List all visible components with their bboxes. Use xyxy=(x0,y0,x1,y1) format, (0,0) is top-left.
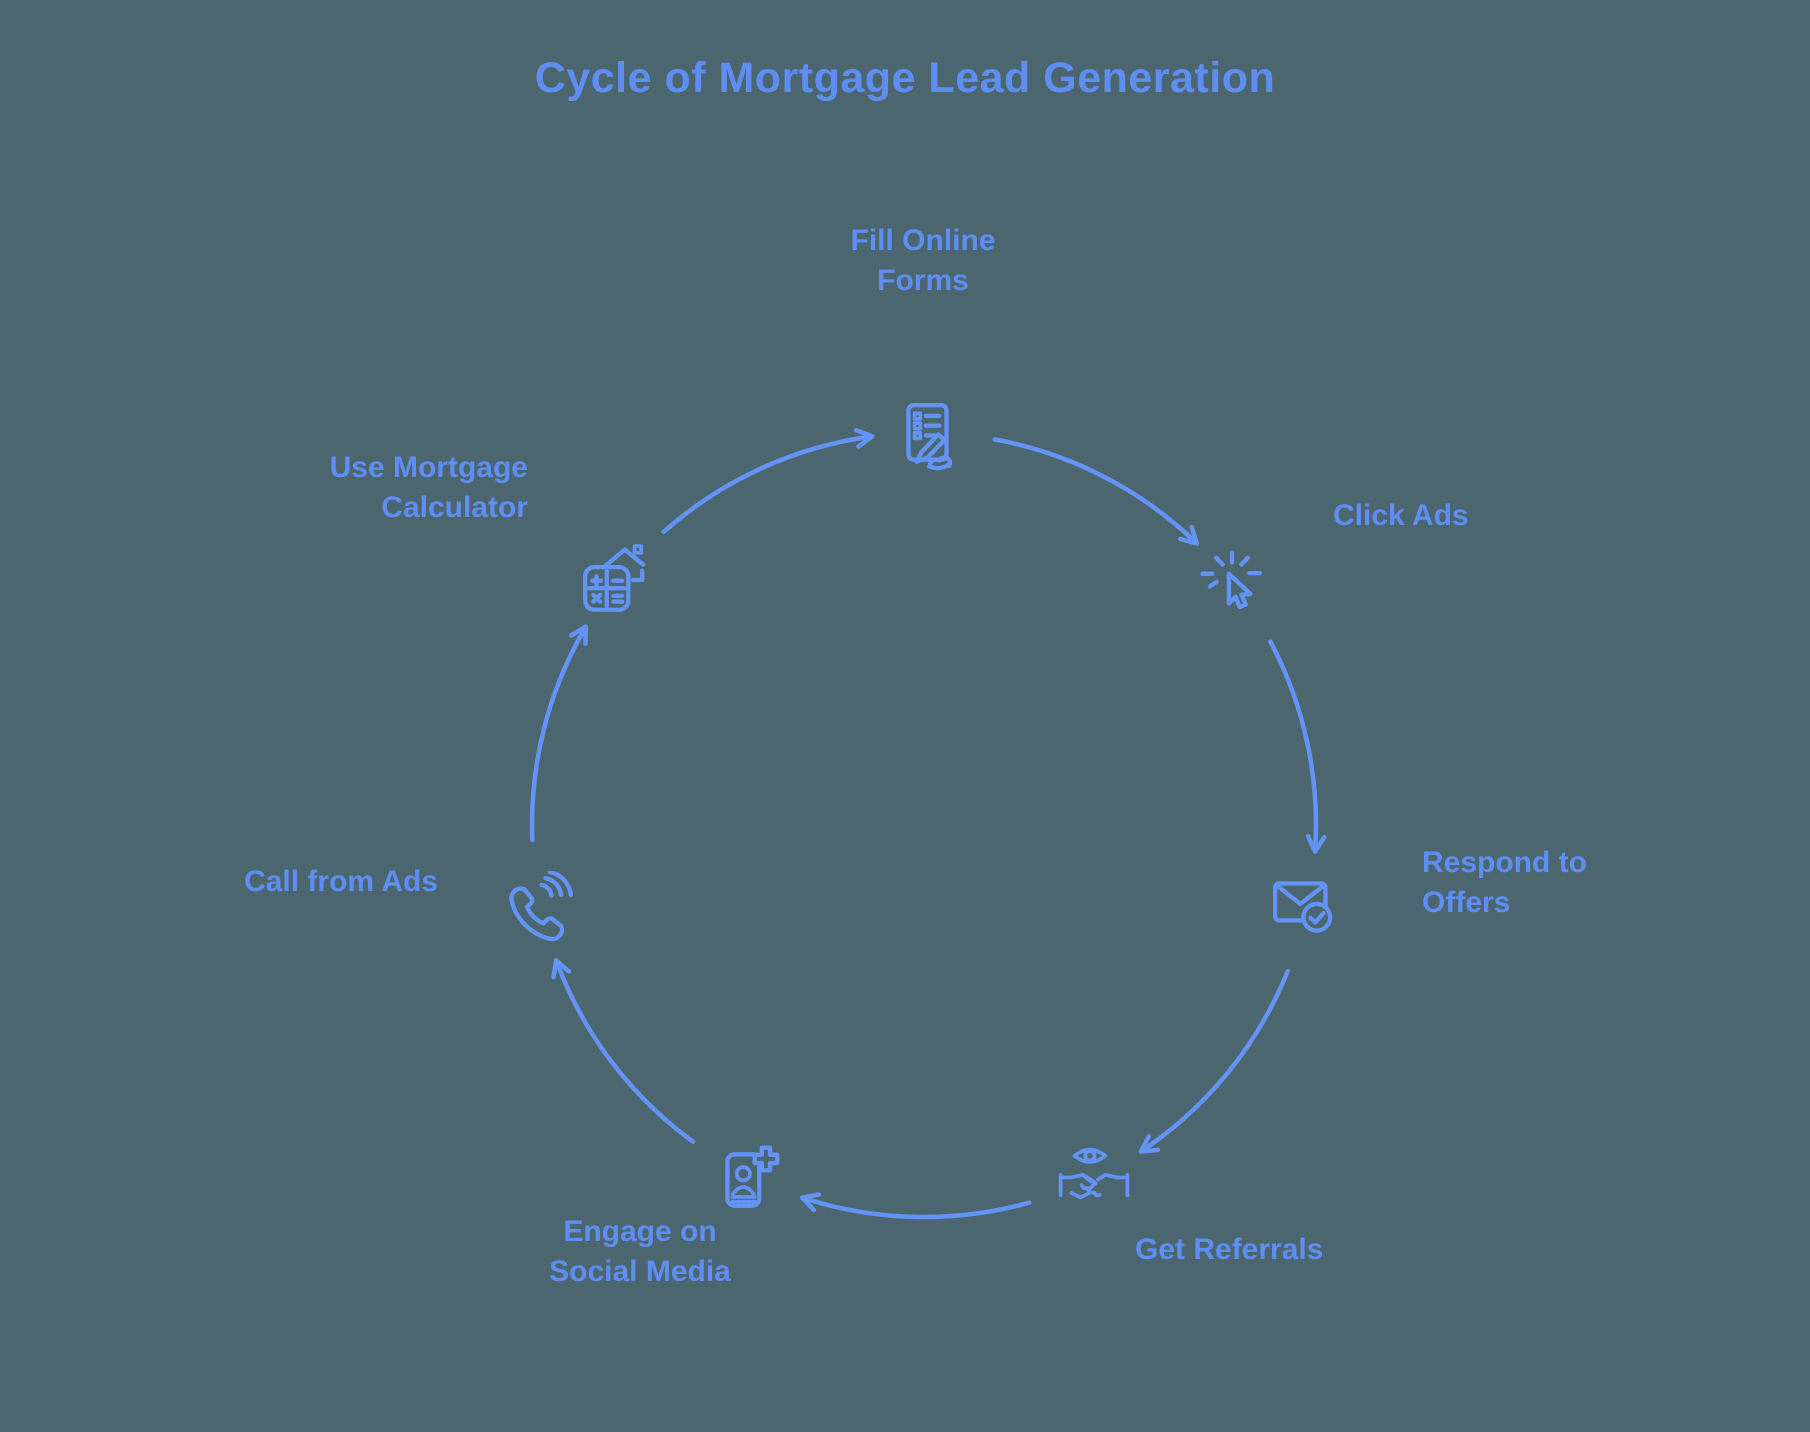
node-label-get-referrals: Get Referrals xyxy=(1135,1233,1324,1266)
house-calculator-icon xyxy=(579,544,653,618)
phone-call-icon xyxy=(502,871,576,945)
handshake-eye-icon xyxy=(1057,1143,1131,1217)
diagram-title: Cycle of Mortgage Lead Generation xyxy=(534,54,1276,102)
add-contact-icon xyxy=(713,1143,787,1217)
node-label-call-from-ads: Call from Ads xyxy=(244,865,438,898)
node-label-engage-on-social-media: Engage on Social Media xyxy=(549,1215,731,1288)
node-label-use-mortgage-calculator: Use Mortgage Calculator xyxy=(329,451,528,524)
node-label-fill-online-forms: Fill Online Forms xyxy=(850,224,996,297)
form-writing-icon xyxy=(891,400,965,474)
node-label-respond-to-offers: Respond to Offers xyxy=(1422,846,1587,919)
cursor-click-icon xyxy=(1195,549,1269,623)
node-label-click-ads: Click Ads xyxy=(1333,499,1469,532)
envelope-check-icon xyxy=(1270,869,1344,943)
